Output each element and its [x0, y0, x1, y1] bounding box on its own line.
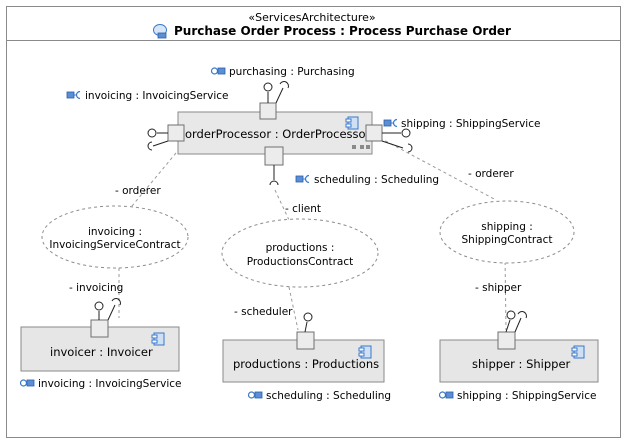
contract-productions[interactable]: productions : ProductionsContract — [221, 218, 379, 288]
label-op-scheduling: scheduling : Scheduling — [314, 174, 439, 186]
stereotype-label: «ServicesArchitecture» — [248, 11, 375, 24]
port-purchasing[interactable] — [259, 81, 289, 120]
role-orderer-left: - orderer — [115, 185, 161, 197]
port-op-invoicing[interactable] — [147, 124, 185, 151]
svg-text:shipper : Shipper: shipper : Shipper — [472, 357, 571, 371]
port-op-scheduling[interactable] — [264, 146, 284, 186]
svg-text:productions :: productions : — [266, 242, 335, 254]
port-productions-scheduling[interactable] — [296, 312, 315, 350]
component-icon — [345, 116, 359, 130]
label-invoicer-invoicing: invoicing : InvoicingService — [38, 378, 181, 390]
label-purchasing: purchasing : Purchasing — [229, 66, 355, 78]
role-shipper: - shipper — [475, 282, 522, 294]
contract-shipping[interactable]: shipping : ShippingContract — [439, 200, 575, 264]
svg-text:orderProcessor : OrderProcesso: orderProcessor : OrderProcessor — [185, 127, 371, 141]
provided-interface-icon — [247, 391, 263, 399]
port-shipper-shipping[interactable] — [497, 310, 527, 350]
part-shipper[interactable]: shipper : Shipper — [439, 339, 599, 383]
provided-interface-icon — [438, 391, 454, 399]
role-client: - client — [285, 203, 321, 215]
role-invoicing: - invoicing — [69, 282, 123, 294]
label-productions-scheduling: scheduling : Scheduling — [266, 390, 391, 402]
component-icon — [571, 345, 585, 359]
svg-text:ProductionsContract: ProductionsContract — [247, 256, 354, 268]
port-op-shipping[interactable] — [365, 124, 413, 153]
role-orderer-right: - orderer — [468, 168, 514, 180]
component-icon — [358, 345, 372, 359]
role-scheduler: - scheduler — [234, 306, 293, 318]
svg-text:shipping :: shipping : — [481, 221, 533, 233]
svg-text:ShippingContract: ShippingContract — [462, 234, 553, 246]
provided-interface-icon — [210, 67, 226, 75]
diagram-title: Purchase Order Process : Process Purchas… — [174, 24, 511, 38]
port-invoicer-invoicing[interactable] — [90, 298, 121, 338]
svg-text:productions : Productions: productions : Productions — [233, 357, 379, 371]
services-architecture-icon — [153, 24, 167, 39]
label-shipper-shipping: shipping : ShippingService — [457, 390, 596, 402]
label-op-invoicing: invoicing : InvoicingService — [85, 90, 228, 102]
svg-text:InvoicingServiceContract: InvoicingServiceContract — [49, 239, 180, 251]
contract-invoicing[interactable]: invoicing : InvoicingServiceContract — [41, 205, 189, 269]
provided-interface-icon — [19, 379, 35, 387]
svg-text:invoicer : Invoicer: invoicer : Invoicer — [50, 345, 153, 359]
svg-text:invoicing :: invoicing : — [88, 226, 142, 238]
label-op-shipping: shipping : ShippingService — [401, 118, 540, 130]
component-icon — [151, 332, 165, 346]
connectors — [118, 137, 507, 331]
